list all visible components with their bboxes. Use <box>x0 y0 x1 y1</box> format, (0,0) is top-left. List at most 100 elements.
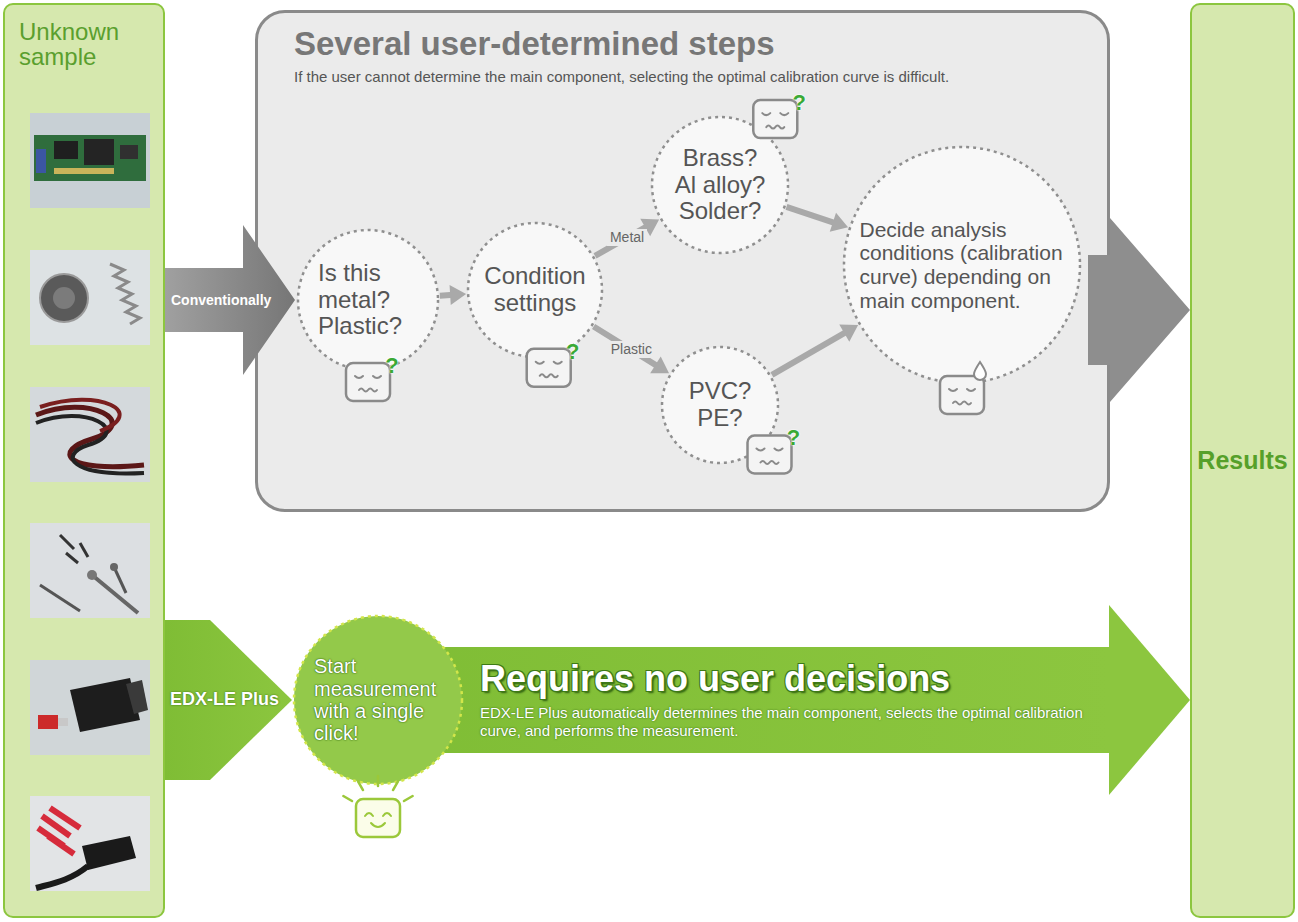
photo-detail <box>40 400 120 431</box>
face-eyes <box>536 362 562 364</box>
photo-detail <box>110 563 118 571</box>
ray-line <box>343 796 352 801</box>
step-text: Is this metal? Plastic? <box>318 260 418 341</box>
branch-label: Metal <box>607 229 647 246</box>
photo-detail <box>42 816 70 836</box>
step-circle: PVC? PE? <box>660 345 780 465</box>
face-mouth <box>371 823 385 827</box>
photo-background <box>30 250 150 345</box>
photo-background <box>30 796 150 891</box>
photo-detail <box>80 543 88 557</box>
panel-title: Unknown sample <box>19 19 149 69</box>
arrow-label: Conventionally <box>171 292 271 309</box>
face-mouth <box>359 389 377 392</box>
dashed-circle <box>468 223 602 357</box>
screws-photo <box>30 523 150 618</box>
photo-background <box>30 523 150 618</box>
worried-face-icon <box>753 100 797 138</box>
usb-adapter-photo <box>30 660 150 755</box>
face-eyes <box>762 113 788 115</box>
ray-line <box>377 776 380 786</box>
dashed-circle <box>652 117 788 253</box>
face-frame <box>356 799 400 837</box>
photo-detail <box>60 535 74 549</box>
step-text: Condition settings <box>480 263 590 317</box>
dashed-circle <box>844 147 1080 383</box>
worried-face-icon <box>747 435 791 473</box>
step-text: PVC? PE? <box>685 378 755 432</box>
flow-arrow <box>786 204 849 232</box>
face-eyes <box>756 448 782 450</box>
start-text: Start measurement with a single click! <box>314 655 442 745</box>
banner-text: EDX-LE Plus automatically determines the… <box>480 704 1094 742</box>
circuit-board-photo <box>30 113 150 208</box>
ray-line <box>393 781 398 790</box>
photo-detail <box>92 575 138 613</box>
photo-background <box>30 660 150 755</box>
result-banner: Requires no user decisionsEDX-LE Plus au… <box>378 647 1110 753</box>
photo-background <box>30 387 150 482</box>
arrow-label: EDX-LE Plus <box>170 689 279 711</box>
face-mouth <box>953 402 971 405</box>
label-holder: Conventionally <box>171 292 271 309</box>
worried-face-icon <box>940 362 986 414</box>
question-mark: ? <box>793 92 806 114</box>
photo-detail <box>36 407 144 466</box>
photo-detail <box>54 168 114 174</box>
happy-face-icon <box>343 776 412 837</box>
flow-arrow <box>770 324 858 377</box>
cable-photo <box>30 387 150 482</box>
flow-arrow <box>165 620 292 780</box>
label-holder: ? <box>787 427 800 449</box>
step-circle: Condition settings <box>466 221 604 359</box>
step-circle: Brass? Al alloy? Solder? <box>650 115 790 255</box>
label-holder: Plastic <box>608 341 655 358</box>
photo-detail <box>114 567 126 593</box>
photo-detail <box>53 287 75 309</box>
branch-label: Plastic <box>608 341 655 358</box>
sample-panel: Unknown sample <box>3 3 165 918</box>
step-text: Decide analysis conditions (calibration … <box>860 218 1065 312</box>
step-text: Brass? Al alloy? Solder? <box>672 145 768 226</box>
photo-detail <box>40 585 80 611</box>
photo-detail <box>66 553 78 563</box>
photo-detail <box>34 135 146 181</box>
photo-detail <box>38 828 64 846</box>
results-title: Results <box>1197 446 1287 475</box>
face-frame <box>753 100 797 138</box>
face-eyes <box>365 813 391 816</box>
face-eyes <box>355 376 381 378</box>
face-frame <box>527 349 571 387</box>
photo-detail <box>36 866 88 888</box>
connector-cable-photo <box>30 796 150 891</box>
face-frame <box>346 363 390 401</box>
flow-arrow <box>594 219 660 259</box>
face-mouth <box>540 374 558 377</box>
photo-detail <box>110 264 140 324</box>
flow-arrow <box>440 285 466 305</box>
photo-detail <box>38 715 58 729</box>
photo-detail <box>48 836 74 854</box>
photo-detail <box>54 141 78 159</box>
group-title: Several user-determined steps <box>294 25 1071 63</box>
photo-detail <box>36 149 46 173</box>
photo-background <box>30 113 150 208</box>
photo-detail <box>84 139 114 165</box>
label-holder: EDX-LE Plus <box>170 689 279 711</box>
step-circle: Decide analysis conditions (calibration … <box>842 145 1082 385</box>
face-frame <box>940 376 984 414</box>
label-holder: ? <box>385 355 398 377</box>
photo-detail <box>58 718 68 726</box>
banner-title: Requires no user decisions <box>480 659 1094 699</box>
worried-face-icon <box>346 363 390 401</box>
photo-detail <box>40 274 88 322</box>
sweat-drop <box>974 362 986 380</box>
question-mark: ? <box>787 427 800 449</box>
flow-arrow <box>165 225 295 375</box>
dashed-circle <box>294 616 462 784</box>
face-mouth <box>760 461 778 464</box>
label-holder: ? <box>566 341 579 363</box>
question-mark: ? <box>385 355 398 377</box>
ray-line <box>358 781 363 790</box>
